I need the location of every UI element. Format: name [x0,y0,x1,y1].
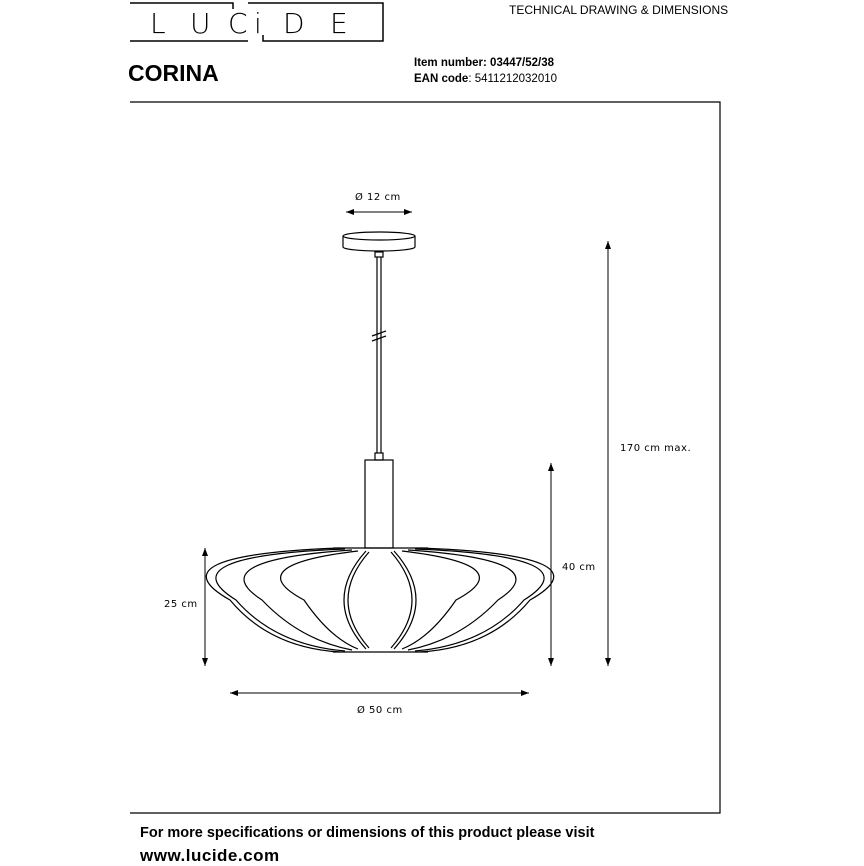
shade-height-label: 25 cm [164,599,198,610]
item-number-value: 03447/52/38 [490,57,554,69]
ean-value: 5411212032010 [474,73,558,85]
footer-note: For more specifications or dimensions of… [140,825,595,841]
website-link[interactable]: www.lucide.com [140,846,280,865]
item-number-label: Item number: [414,57,487,69]
ean-code: EAN code: 5411212032010 [414,73,558,85]
max-height-label: 170 cm max. [620,443,692,454]
product-name: CORINA [128,60,219,86]
canopy-diameter-label: Ø 12 cm [355,192,401,203]
dimension-lines [202,209,611,696]
document-title: TECHNICAL DRAWING & DIMENSIONS [509,3,729,17]
svg-text:D: D [283,7,305,40]
drawing-frame [130,101,721,814]
item-number: Item number: 03447/52/38 [414,57,554,69]
lamp-height-label: 40 cm [562,562,596,573]
svg-text:L: L [150,7,166,40]
svg-text:E: E [330,7,348,40]
svg-text:C: C [228,7,248,40]
ean-label: EAN code [414,73,469,85]
shade-diameter-label: Ø 50 cm [357,705,403,716]
svg-text:i: i [254,7,262,40]
pendant-lamp [205,231,555,653]
svg-text:U: U [190,7,211,40]
